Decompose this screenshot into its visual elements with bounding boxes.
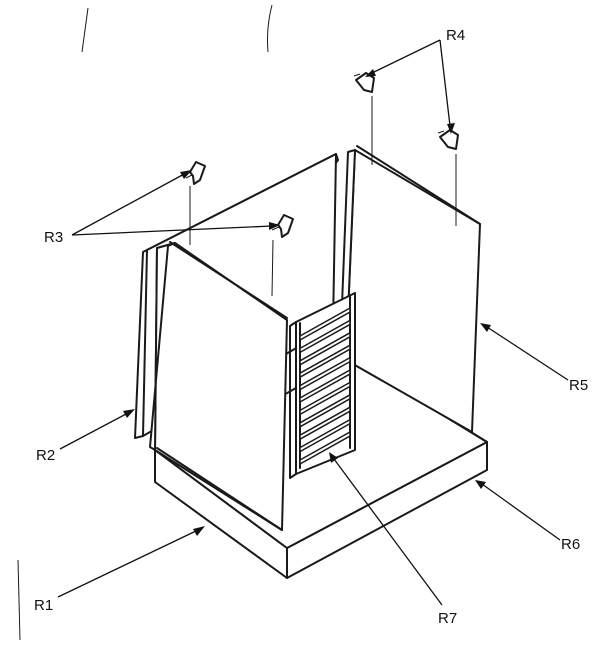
leader-lines <box>57 39 569 606</box>
louver-slat <box>299 430 351 466</box>
clip-r3-lower <box>271 214 294 297</box>
louver-slat <box>299 418 351 453</box>
louver-slat <box>299 343 351 379</box>
louver-grille <box>289 292 356 479</box>
clip-r3-upper <box>185 161 206 245</box>
louver-slat <box>299 393 351 429</box>
left-front-panel <box>149 241 288 531</box>
label-r7: R7 <box>438 610 457 627</box>
louver-slat <box>299 405 351 441</box>
scan-artifacts <box>17 4 273 641</box>
louver-slat <box>299 381 351 416</box>
louver-slat <box>299 319 351 354</box>
clip-r4-right <box>437 129 459 226</box>
label-r3: R3 <box>44 229 63 246</box>
clip-r4-left <box>353 72 375 165</box>
louver-slat <box>299 331 351 367</box>
louver-slat <box>299 368 351 404</box>
label-r5: R5 <box>569 377 588 394</box>
louver-slat <box>299 306 351 342</box>
label-r1: R1 <box>34 597 53 614</box>
label-r6: R6 <box>561 536 580 553</box>
label-r4: R4 <box>446 27 465 44</box>
louver-slats <box>299 306 351 466</box>
louver-slat <box>299 356 351 391</box>
label-r2: R2 <box>36 447 55 464</box>
